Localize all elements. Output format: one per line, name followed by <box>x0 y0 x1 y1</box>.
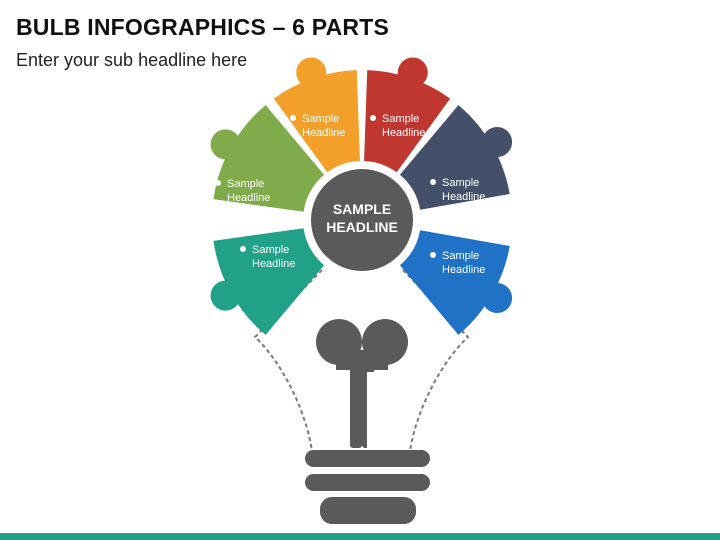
footer-bar <box>0 533 720 540</box>
bullet-dot <box>430 179 436 185</box>
bullet-dot <box>430 252 436 258</box>
segment-green-label-line1: Sample <box>227 178 264 190</box>
segment-green-tab <box>210 129 241 160</box>
segment-slate-label-line1: Sample <box>442 177 479 189</box>
slide-title: BULB INFOGRAPHICS – 6 PARTS <box>16 14 390 40</box>
segment-red-label-line1: Sample <box>382 113 419 125</box>
segment-blue-label-line1: Sample <box>442 250 479 262</box>
segment-green-label-line2: Headline <box>227 192 270 204</box>
center-label-line1: SAMPLE <box>333 201 391 217</box>
segment-red-shape <box>364 70 451 173</box>
bullet-dot <box>215 180 221 186</box>
bullet-dot <box>240 246 246 252</box>
segment-slate-tab <box>482 127 513 157</box>
segment-blue-tab <box>482 283 513 313</box>
segment-slate-shape <box>399 105 510 210</box>
segment-teal-shape <box>213 228 325 335</box>
segment-red-tab <box>397 57 428 88</box>
segment-orange-label-line2: Headline <box>302 127 345 139</box>
segment-blue-label-line2: Headline <box>442 264 485 276</box>
bullet-dot <box>290 115 296 121</box>
bulb-dashed-outline <box>253 269 470 461</box>
segment-orange-label-line1: Sample <box>302 113 339 125</box>
segment-teal-tab <box>210 280 241 311</box>
bullet-dot <box>370 115 376 121</box>
segment-slate-label-line2: Headline <box>442 191 485 203</box>
segment-orange-tab <box>296 57 327 88</box>
segment-teal-label-line1: Sample <box>252 244 289 256</box>
segment-blue-shape <box>399 230 510 335</box>
segment-green-shape <box>213 105 325 212</box>
segment-red-label-line2: Headline <box>382 127 425 139</box>
center-circle <box>311 169 413 271</box>
segment-teal-label-line2: Headline <box>252 258 295 270</box>
segment-orange-shape <box>273 70 360 173</box>
bulb-icon <box>305 319 430 524</box>
slide-subtitle: Enter your sub headline here <box>16 50 248 70</box>
center-label-line2: HEADLINE <box>326 219 398 235</box>
